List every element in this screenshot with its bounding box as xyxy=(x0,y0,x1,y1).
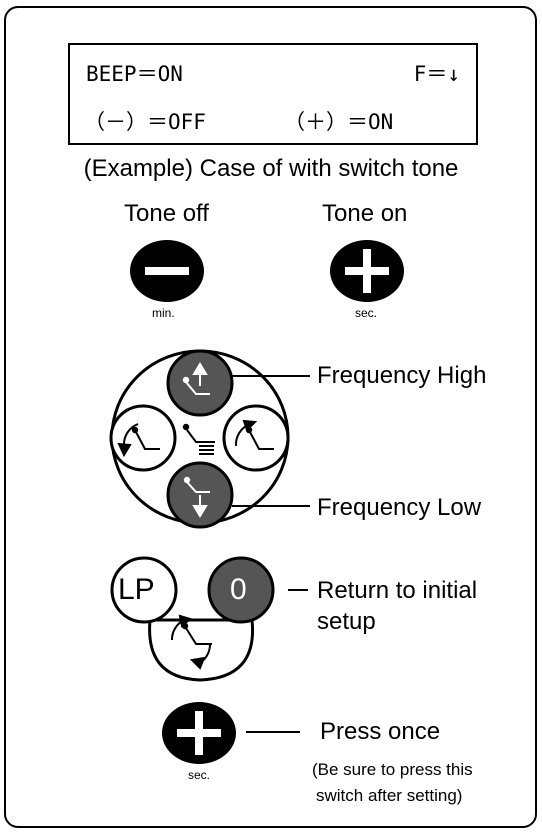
panel-frame xyxy=(4,6,537,828)
chair-up-button[interactable] xyxy=(166,349,234,417)
minus-icon xyxy=(145,267,189,275)
zero-button[interactable] xyxy=(207,556,275,624)
press-once-note-line1: (Be sure to press this xyxy=(312,760,473,779)
lp-button[interactable] xyxy=(110,556,178,624)
plus-button-sublabel: sec. xyxy=(355,306,378,320)
lcd-minus-option: （－）＝OFF xyxy=(84,110,206,134)
plus-icon xyxy=(195,711,203,755)
plus-icon xyxy=(363,249,371,293)
return-label-line2: setup xyxy=(317,608,376,635)
tone-off-label: Tone off xyxy=(124,200,209,227)
press-once-label: Press once xyxy=(320,718,441,745)
last-position-chair-icon xyxy=(170,614,212,670)
lp-button-label: LP xyxy=(118,573,155,606)
chair-down-button[interactable] xyxy=(166,461,234,529)
backrest-recline-icon xyxy=(117,423,160,458)
press-once-note-line2: switch after setting) xyxy=(316,786,463,805)
lcd-beep-status: BEEP＝ON xyxy=(86,62,183,86)
chair-icon xyxy=(182,423,215,455)
press-once-plus-button[interactable] xyxy=(162,702,236,764)
lp-group-housing xyxy=(148,618,255,682)
lcd-display: BEEP＝ON F＝↓ （－）＝OFF （＋）＝ON xyxy=(68,43,478,145)
chair-down-icon xyxy=(183,476,210,518)
tone-on-label: Tone on xyxy=(322,200,408,227)
zero-button-label: 0 xyxy=(230,573,247,606)
minus-button[interactable] xyxy=(130,240,204,302)
chair-up-icon xyxy=(182,362,210,395)
plus-button[interactable] xyxy=(330,240,404,302)
backrest-recline-button[interactable] xyxy=(109,404,177,472)
lcd-plus-option: （＋）＝ON xyxy=(284,110,394,134)
frequency-high-label: Frequency High xyxy=(317,362,487,389)
frequency-low-label: Frequency Low xyxy=(317,494,482,521)
return-label-line1: Return to initial xyxy=(317,577,478,604)
lcd-frequency-status: F＝↓ xyxy=(413,62,460,86)
press-once-sublabel: sec. xyxy=(188,768,211,782)
backrest-raise-button[interactable] xyxy=(222,404,290,472)
example-caption: (Example) Case of with switch tone xyxy=(83,155,459,182)
minus-button-sublabel: min. xyxy=(152,306,175,320)
backrest-raise-icon xyxy=(234,419,274,450)
